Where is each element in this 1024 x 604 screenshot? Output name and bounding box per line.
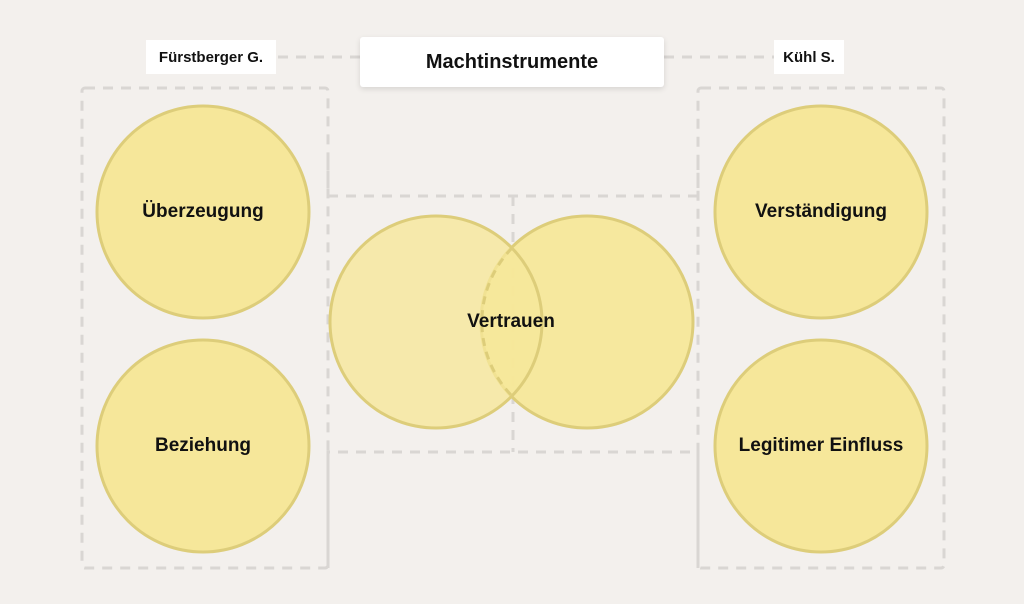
overlap-dashed-arc: [480, 246, 514, 398]
diagram-title: Machtinstrumente: [360, 37, 664, 87]
center-lower-bracket: [326, 450, 700, 568]
circle-beziehung: [95, 338, 311, 554]
center-upper-bracket: [326, 160, 700, 198]
circle-ueberzeugung: [95, 104, 311, 320]
label-beziehung: Beziehung: [154, 435, 252, 456]
circle-verstaendigung: [713, 104, 929, 320]
label-ueberzeugung: Überzeugung: [142, 201, 264, 222]
author-label-right: Kühl S.: [774, 40, 844, 74]
circle-vertrauen-left: [328, 214, 544, 430]
circle-legitimer-einfluss: [713, 338, 929, 554]
author-label-left: Fürstberger G.: [146, 40, 276, 74]
label-vertrauen: Vertrauen: [467, 311, 555, 332]
label-verstaendigung: Verständigung: [755, 201, 887, 222]
label-legitimer-einfluss: Legitimer Einfluss: [738, 435, 904, 456]
